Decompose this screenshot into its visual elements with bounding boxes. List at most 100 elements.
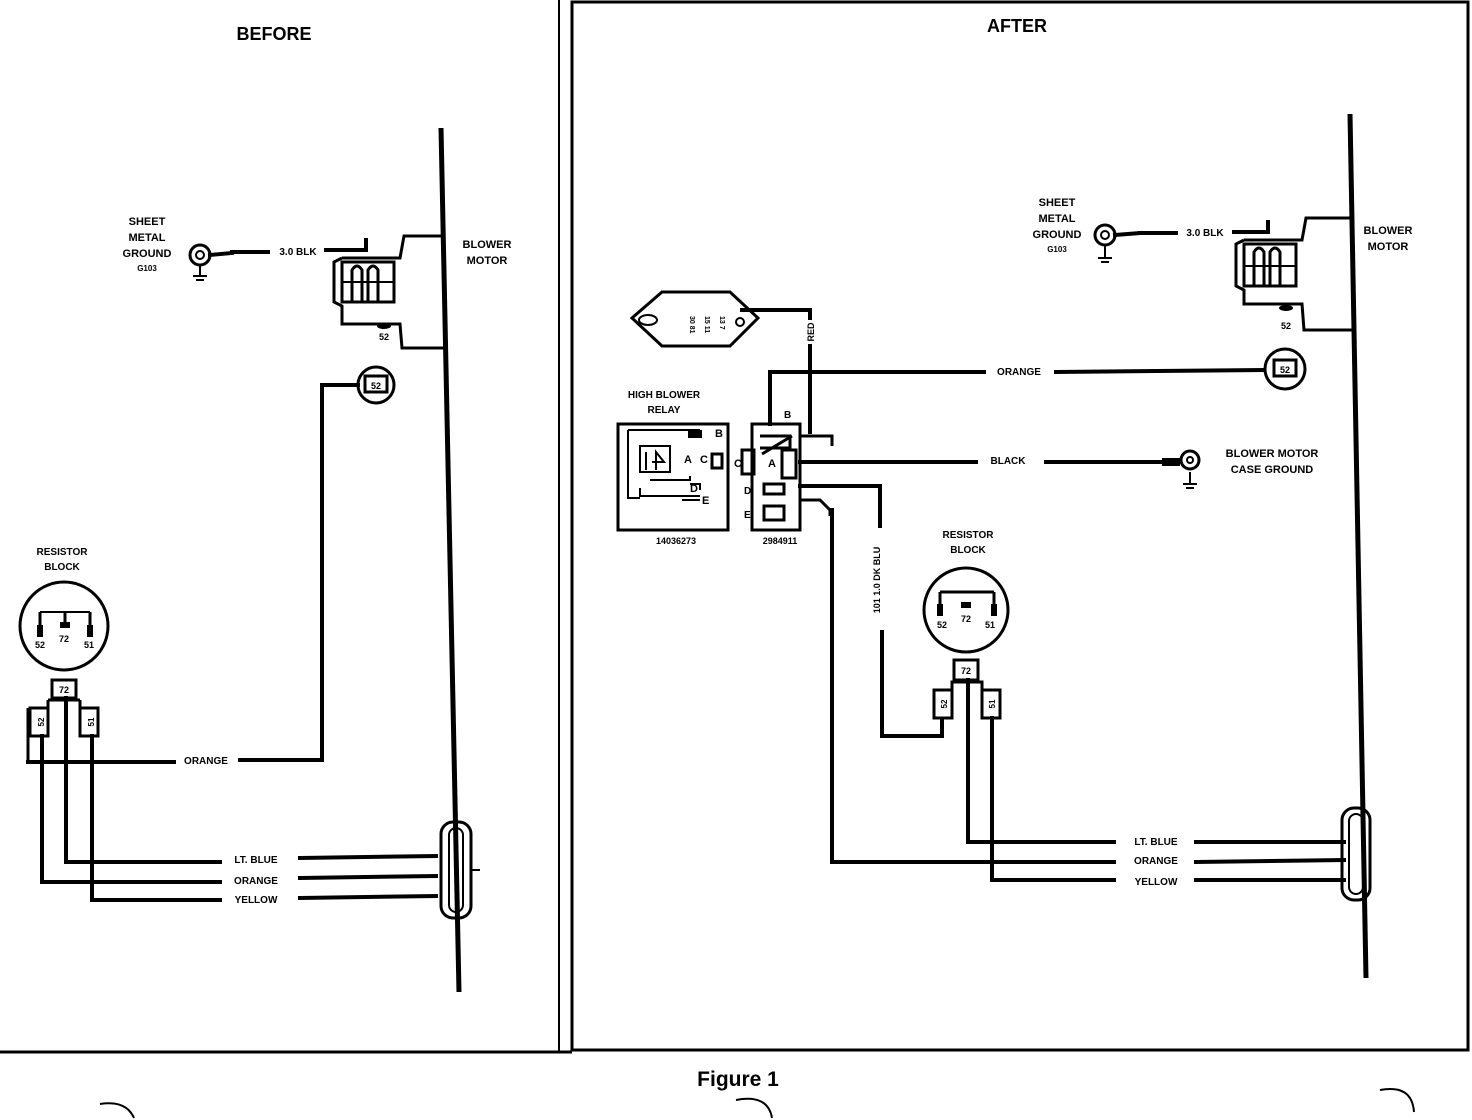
svg-text:51: 51	[84, 640, 94, 650]
before-motor-terminal-label: 52	[379, 332, 389, 342]
svg-text:52: 52	[37, 717, 46, 726]
svg-text:51: 51	[87, 717, 96, 726]
before-yellow-label: YELLOW	[235, 895, 278, 906]
after-relay-label: HIGH BLOWER RELAY	[628, 390, 701, 416]
svg-text:52: 52	[940, 699, 949, 708]
svg-text:13 7: 13 7	[718, 316, 725, 330]
after-resistor-block-label: RESISTOR BLOCK	[943, 530, 995, 556]
before-title: BEFORE	[236, 24, 311, 44]
before-blower-motor-label: BLOWER MOTOR	[463, 239, 512, 267]
before-orange-wire	[238, 383, 360, 762]
before-orange2-wire-right	[297, 873, 439, 881]
after-52-connector: 52	[1263, 347, 1307, 391]
svg-text:G103: G103	[1047, 245, 1067, 254]
before-firewall-grommet	[439, 820, 480, 920]
svg-text:MOTOR: MOTOR	[1368, 241, 1409, 253]
after-ltblue-label: LT. BLUE	[1134, 837, 1177, 848]
after-dkblu-wire-top	[798, 484, 882, 528]
svg-text:C: C	[734, 458, 742, 470]
before-ground-eyelet-icon	[188, 243, 235, 281]
svg-text:SHEET: SHEET	[129, 216, 166, 228]
svg-text:72: 72	[59, 685, 69, 695]
svg-text:MOTOR: MOTOR	[467, 255, 508, 267]
after-splice-connector-icon: 30 81 15 11 13 7	[629, 290, 761, 348]
before-yellow-wire-right	[297, 893, 439, 901]
after-harness-connector: B C A D E	[734, 410, 834, 532]
svg-text:BLOWER MOTOR: BLOWER MOTOR	[1226, 448, 1319, 460]
svg-text:72: 72	[961, 614, 971, 624]
svg-text:METAL: METAL	[1038, 213, 1075, 225]
after-panel-frame	[570, 0, 1470, 1052]
svg-text:E: E	[702, 495, 709, 507]
after-resistor-block: 52 72 51	[922, 566, 1010, 654]
before-panel: BEFORE SHEET METAL GROUND G103 3.0 BLK B…	[18, 24, 512, 993]
before-resistor-block: 52 72 51	[18, 580, 110, 672]
after-dkblu-wire-label: 101 1.0 DK BLU	[872, 547, 882, 614]
svg-text:A: A	[684, 454, 692, 466]
after-orange-wire-left	[768, 370, 986, 426]
svg-text:52: 52	[1280, 365, 1290, 375]
svg-text:BLOCK: BLOCK	[950, 545, 986, 556]
after-relay-part-number: 14036273	[656, 536, 696, 546]
before-orange-wire-label: ORANGE	[184, 756, 228, 767]
after-blk-wire-right	[1232, 220, 1270, 234]
after-red-wire-top	[740, 308, 812, 320]
after-dkblu-wire-bottom	[880, 630, 944, 738]
after-title: AFTER	[987, 16, 1047, 36]
after-yellow-label: YELLOW	[1135, 877, 1178, 888]
svg-text:D: D	[690, 483, 698, 495]
before-blower-motor-housing: 52	[332, 234, 444, 350]
before-blk-wire-label: 3.0 BLK	[279, 247, 317, 258]
after-orange-feed-wire	[830, 508, 942, 864]
after-blower-motor-housing: 52	[1234, 216, 1352, 332]
svg-text:RELAY: RELAY	[648, 405, 681, 416]
after-case-ground-label: BLOWER MOTOR CASE GROUND	[1226, 448, 1319, 476]
svg-text:RESISTOR: RESISTOR	[37, 547, 89, 558]
before-resistor-block-label: RESISTOR BLOCK	[37, 547, 89, 573]
after-orange-wire-label: ORANGE	[997, 367, 1041, 378]
after-high-blower-relay: B A C D E	[616, 422, 730, 532]
svg-text:HIGH BLOWER: HIGH BLOWER	[628, 390, 701, 401]
svg-text:METAL: METAL	[128, 232, 165, 244]
before-orange2-label: ORANGE	[234, 876, 278, 887]
figure-caption: Figure 1	[697, 1068, 779, 1091]
svg-text:G103: G103	[137, 264, 157, 273]
svg-text:72: 72	[961, 666, 971, 676]
svg-text:52: 52	[35, 640, 45, 650]
after-orange2-wire-right	[1193, 857, 1347, 865]
svg-text:30 81: 30 81	[688, 316, 695, 334]
svg-text:C: C	[700, 454, 708, 466]
after-panel: AFTER SHEET METAL GROUND G103 3.0 BLK BL…	[616, 16, 1413, 979]
before-ground-label: SHEET METAL GROUND G103	[123, 216, 172, 273]
before-52-connector: 52	[356, 365, 396, 405]
svg-text:D: D	[744, 486, 751, 497]
after-orange2-label: ORANGE	[1134, 856, 1178, 867]
before-firewall-line	[438, 127, 462, 993]
after-ground-label: SHEET METAL GROUND G103	[1033, 197, 1082, 254]
svg-text:51: 51	[985, 620, 995, 630]
after-orange-wire-right	[1053, 367, 1267, 375]
svg-text:SHEET: SHEET	[1039, 197, 1076, 209]
svg-text:15 11: 15 11	[703, 316, 710, 333]
svg-text:B: B	[715, 428, 723, 440]
after-ground-eyelet-icon	[1093, 223, 1143, 263]
svg-text:GROUND: GROUND	[123, 248, 172, 260]
after-case-ground-eyelet-icon	[1162, 449, 1201, 489]
svg-text:BLOWER: BLOWER	[1364, 225, 1413, 237]
before-ltblue-wire-right	[297, 853, 439, 861]
svg-text:A: A	[768, 458, 776, 470]
svg-text:BLOCK: BLOCK	[44, 562, 80, 573]
after-blower-motor-label: BLOWER MOTOR	[1364, 225, 1413, 253]
before-ltblue-label: LT. BLUE	[234, 855, 277, 866]
svg-text:BLOWER: BLOWER	[463, 239, 512, 251]
svg-text:52: 52	[371, 381, 381, 391]
svg-text:52: 52	[937, 620, 947, 630]
svg-text:B: B	[784, 410, 791, 421]
svg-text:GROUND: GROUND	[1033, 229, 1082, 241]
scan-edge-marks	[99, 1088, 1415, 1119]
after-motor-terminal-label: 52	[1281, 321, 1291, 331]
before-blk-wire-right	[324, 238, 368, 252]
after-harness-part-number: 2984911	[763, 536, 798, 546]
svg-text:CASE GROUND: CASE GROUND	[1231, 464, 1314, 476]
